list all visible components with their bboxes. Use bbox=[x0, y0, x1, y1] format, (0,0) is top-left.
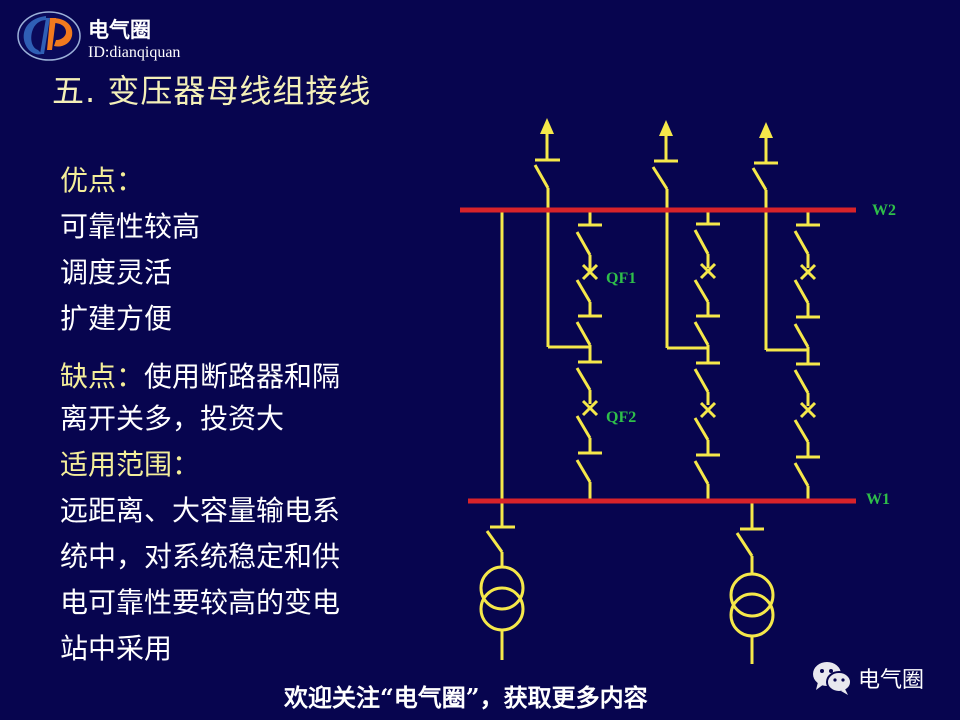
outgoing-arrows bbox=[540, 118, 773, 138]
scope-line: 远距离、大容量输电系 bbox=[60, 494, 341, 527]
cons-section: 缺点：使用断路器和隔 离开关多，投资大 bbox=[60, 356, 340, 440]
scope-heading-block: 适用范围： bbox=[60, 442, 200, 488]
brand-id: ID:dianqiquan bbox=[88, 44, 181, 61]
cons-heading: 缺点： bbox=[60, 360, 145, 393]
wechat-icon bbox=[813, 662, 852, 695]
scope-section: 远距离、大容量输电系 统中，对系统稳定和供 电可靠性要较高的变电 站中采用 bbox=[60, 488, 340, 672]
bus-w2-label: W2 bbox=[872, 202, 896, 219]
pros-item: 扩建方便 bbox=[60, 302, 173, 335]
transformer-2 bbox=[729, 502, 775, 664]
scope-line: 站中采用 bbox=[60, 632, 173, 665]
brand-logo-icon bbox=[17, 11, 81, 61]
bay-3 bbox=[751, 134, 820, 500]
qf2-label: QF2 bbox=[606, 409, 636, 426]
footer-text: 欢迎关注“电气圈”，获取更多内容 bbox=[284, 683, 648, 712]
transformer-1 bbox=[479, 525, 525, 660]
scope-heading: 适用范围： bbox=[60, 448, 201, 481]
pros-section: 优点： 可靠性较高 调度灵活 扩建方便 bbox=[60, 158, 200, 342]
scope-line: 电可靠性要较高的变电 bbox=[60, 586, 341, 619]
page-title: 五. 变压器母线组接线 bbox=[52, 72, 372, 110]
wechat-label: 电气圈 bbox=[858, 668, 925, 693]
scope-line: 统中，对系统稳定和供 bbox=[60, 540, 341, 573]
pros-item: 调度灵活 bbox=[60, 256, 173, 289]
qf1-label: QF1 bbox=[606, 270, 636, 287]
cons-text-line1: 使用断路器和隔 bbox=[144, 360, 341, 393]
bay-2 bbox=[651, 132, 720, 500]
wechat-badge: 电气圈 bbox=[812, 660, 924, 696]
pros-heading: 优点： bbox=[60, 164, 145, 197]
cons-text-line2: 离开关多，投资大 bbox=[60, 402, 285, 435]
brand-name: 电气圈 bbox=[88, 17, 151, 42]
bay-1 bbox=[533, 130, 602, 500]
bus-w1-label: W1 bbox=[866, 491, 890, 508]
pros-item: 可靠性较高 bbox=[60, 210, 201, 243]
